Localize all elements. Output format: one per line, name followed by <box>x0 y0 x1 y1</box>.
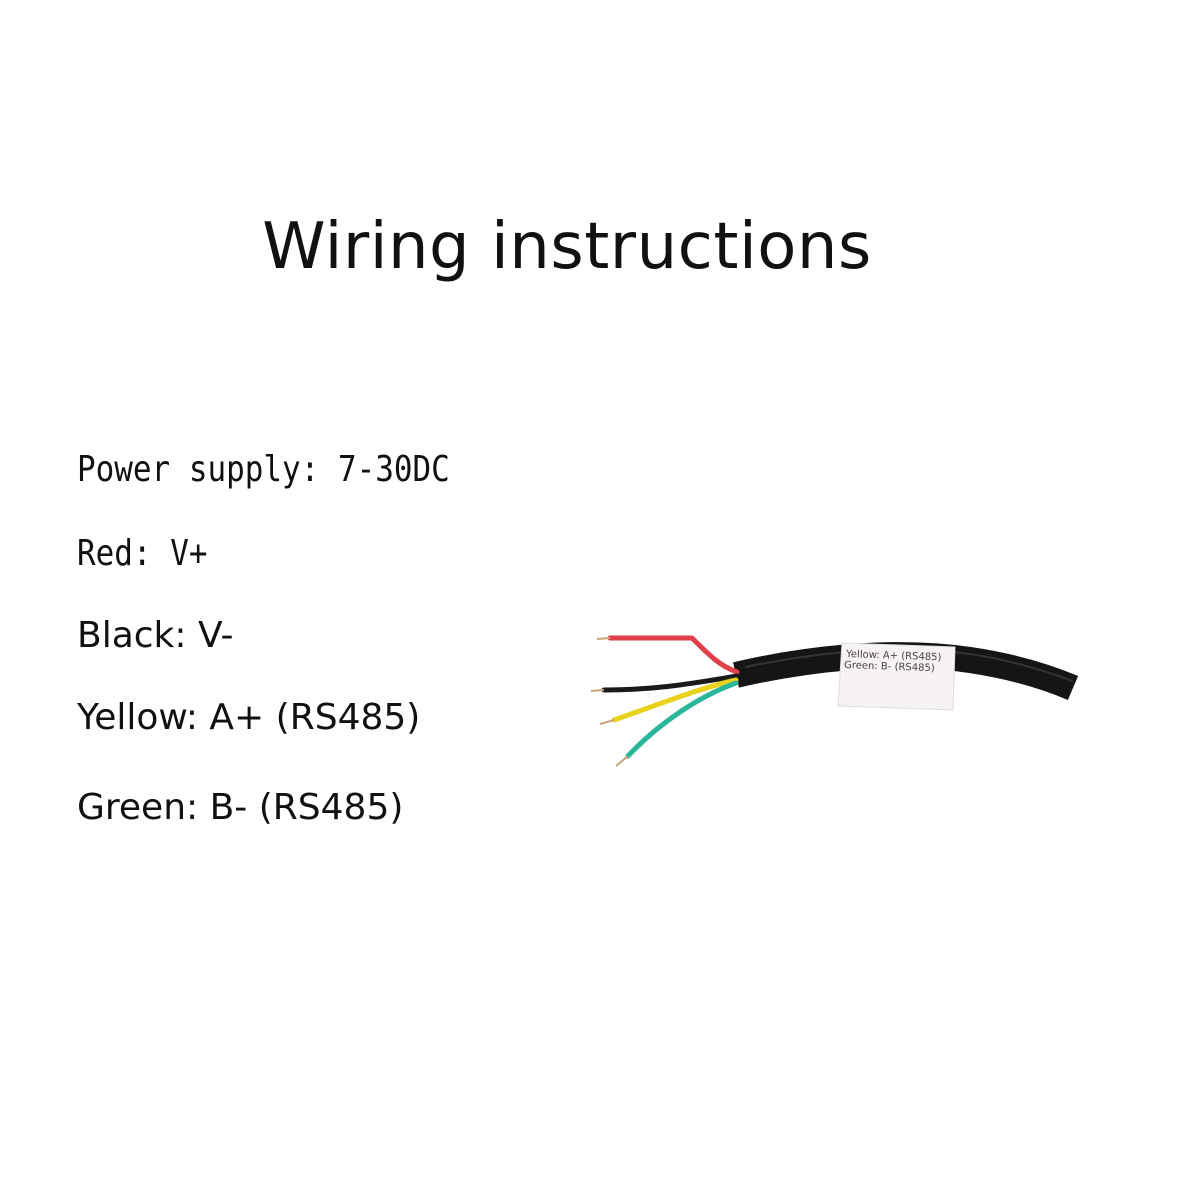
legend-green-wire: Green: B- (RS485) <box>77 787 404 828</box>
cable-sticker <box>837 642 956 711</box>
legend-black-wire: Black: V- <box>77 615 234 656</box>
cable-image: Yellow: A+ (RS485) Green: B- (RS485) <box>570 610 1080 790</box>
legend-red-wire: Red: V+ <box>77 533 208 574</box>
green-wire <box>625 680 739 759</box>
red-wire <box>607 635 740 675</box>
yellow-wire <box>611 677 739 723</box>
red-wire-tip <box>596 637 611 640</box>
black-wire <box>601 673 740 693</box>
legend-yellow-wire: Yellow: A+ (RS485) <box>77 697 421 738</box>
yellow-wire-tip <box>599 719 615 725</box>
sticker-line-green: Green: B- (RS485) <box>844 660 935 674</box>
black-wire-tip <box>590 689 605 692</box>
legend-power-supply: Power supply: 7-30DC <box>77 449 450 490</box>
sticker-line-yellow: Yellow: A+ (RS485) <box>845 649 942 663</box>
page-title: Wiring instructions <box>262 209 872 284</box>
green-wire-tip <box>615 755 629 767</box>
